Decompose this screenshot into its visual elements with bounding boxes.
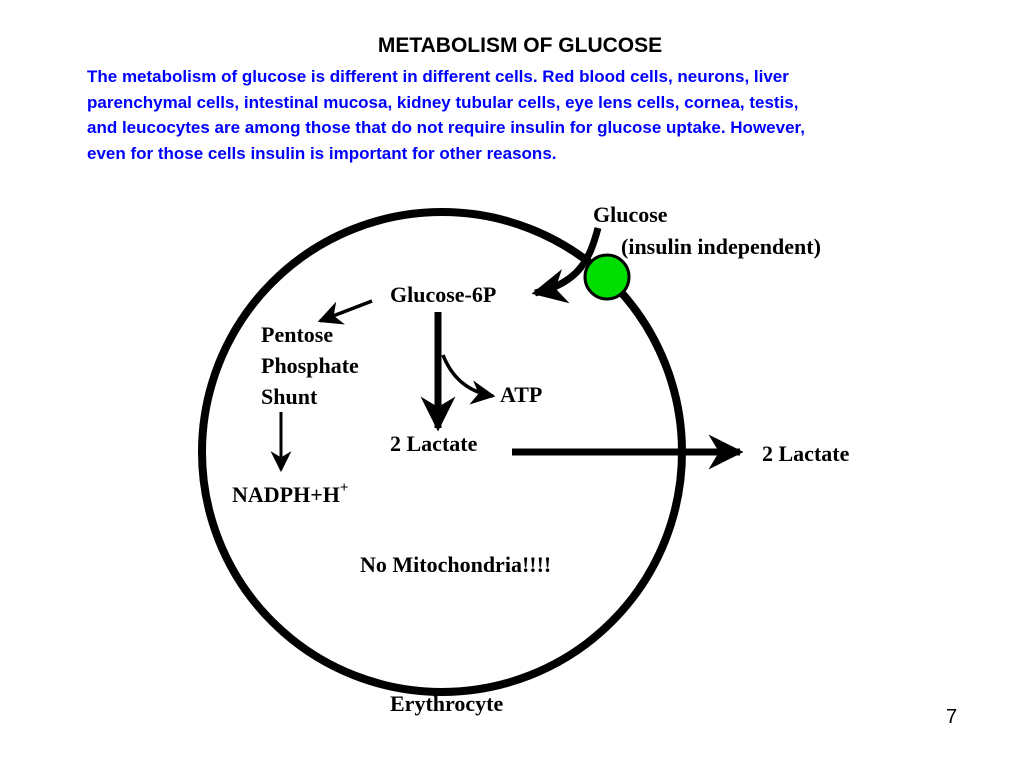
phosphate-label: Phosphate — [261, 353, 359, 378]
nadph-text: NADPH+H — [232, 482, 340, 507]
arrow-to-pentose-shunt — [317, 299, 373, 325]
atp-label: ATP — [500, 382, 542, 407]
glucose-transporter — [583, 253, 631, 301]
shunt-label: Shunt — [261, 384, 318, 409]
glucose-label: Glucose — [593, 202, 668, 227]
insulin-independent-label: (insulin independent) — [621, 234, 821, 259]
glucose-entry-arrow — [531, 227, 602, 304]
slide-title: METABOLISM OF GLUCOSE — [377, 34, 663, 57]
body-line: parenchymal cells, intestinal mucosa, ki… — [87, 92, 799, 112]
nadph-superscript: + — [340, 480, 349, 496]
pentose-label: Pentose — [261, 322, 333, 347]
erythrocyte-label: Erythrocyte — [390, 691, 503, 716]
body-line: even for those cells insulin is importan… — [87, 143, 557, 163]
page-number: 7 — [946, 706, 958, 728]
glucose-6p-label: Glucose-6P — [390, 282, 496, 307]
arrow-to-atp — [441, 354, 496, 405]
body-line: The metabolism of glucose is different i… — [87, 67, 789, 86]
slide-body-text: The metabolism of glucose is different i… — [87, 64, 967, 166]
nadph-label: NADPH+H+ — [232, 480, 348, 507]
lactate-outside-label: 2 Lactate — [762, 441, 850, 466]
no-mitochondria-label: No Mitochondria!!!! — [360, 552, 551, 577]
body-line: and leucocytes are among those that do n… — [87, 118, 805, 137]
lactate-inside-label: 2 Lactate — [390, 431, 478, 456]
